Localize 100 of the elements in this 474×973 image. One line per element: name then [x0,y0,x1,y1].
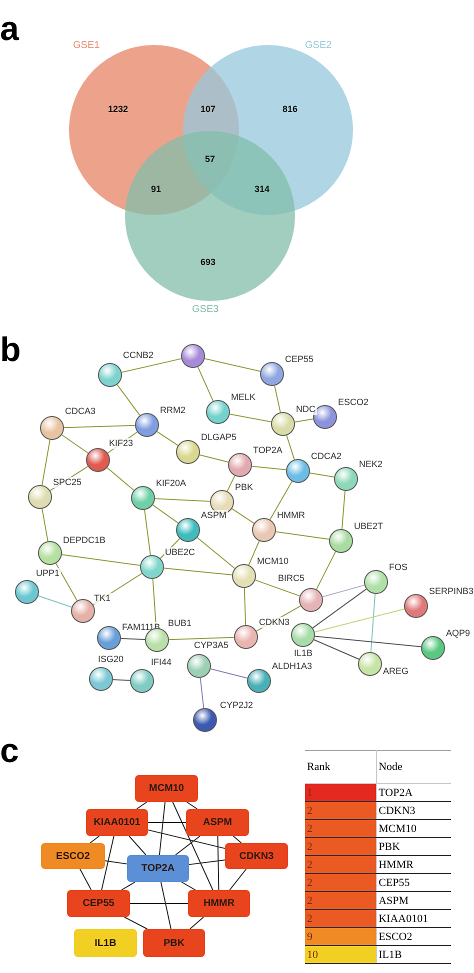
interaction-line [163,568,233,576]
interaction-line [199,454,229,463]
interaction-line [154,498,211,502]
interaction-line [232,836,242,844]
interaction-line [251,466,287,470]
rank-value: 2 [305,874,376,892]
gene-name: ESCO2 [376,928,451,946]
interaction-line [248,540,260,566]
gene-label: ALDH1A3 [271,661,314,672]
interaction-line [112,679,131,681]
gene-label: ISG20 [97,654,125,665]
hub-gene-box: ASPM [186,809,249,836]
count-label: 693 [200,257,216,267]
hub-gene-box: KIAA0101 [86,809,148,836]
gene-label: NDC [295,404,316,415]
rank-value: 2 [305,856,376,874]
interaction-line [341,490,346,530]
interaction-line [314,639,360,660]
rank-value: 2 [305,802,376,820]
column-header: Rank [305,750,376,784]
interaction-line [92,572,142,606]
gene-label: CDKN3 [258,617,291,628]
gene-label: TK1 [93,593,112,604]
rank-value: 1 [305,784,376,802]
gene-name: TOP2A [376,784,451,802]
interaction-line [229,414,272,422]
gene-label: ASPM [200,510,228,521]
interaction-line [61,554,141,566]
interaction-line [231,508,255,524]
gene-label: CCNB2 [122,350,155,361]
interaction-line [101,836,114,890]
panel-letter: a [0,12,19,46]
interaction-line [244,588,246,626]
gene-label: IL1B [293,648,314,659]
gene-label: KIF20A [155,478,188,489]
hub-gene-box: IL1B [74,929,137,957]
interaction-line [121,358,182,373]
gene-label: MELK [230,392,257,403]
interaction-line [38,595,72,608]
interaction-line [120,882,136,890]
rank-value: 2 [305,820,376,838]
set-label: GSE3 [192,304,219,315]
interaction-line [270,480,292,520]
hub-gene-box: HMMR [188,890,250,917]
gene-label: CEP55 [284,354,315,365]
interaction-line [312,588,367,628]
interaction-line [275,531,330,540]
interaction-line [158,802,166,856]
gene-name: ASPM [376,892,451,910]
gene-label: RRM2 [159,405,187,416]
gene-label: FOS [388,562,409,573]
gene-name: CEP55 [376,874,451,892]
gene-label: TOP2A [252,445,284,456]
rank-value: 10 [305,946,376,964]
rank-value: 2 [305,838,376,856]
interaction-line [229,868,247,890]
count-label: 314 [254,184,270,194]
hub-gene-box: TOP2A [127,855,189,882]
gene-name: HMMR [376,856,451,874]
gene-name: PBK [376,838,451,856]
interaction-line [274,385,281,413]
gene-label: AREG [382,666,410,677]
count-label: 1232 [108,104,128,114]
interaction-line [104,860,128,864]
interaction-line [286,434,295,460]
interaction-line [370,593,376,653]
interaction-line [200,677,204,709]
interaction-line [314,608,405,633]
interaction-line [294,418,314,423]
count-label: 57 [205,154,215,164]
interaction-line [144,509,151,556]
interaction-line [128,836,146,856]
interaction-line [148,829,226,849]
interaction-line [172,802,214,890]
set-label: GSE1 [73,40,100,51]
set-label: GSE2 [305,40,332,51]
panel-letter: c [0,734,19,768]
gene-label: KIF23 [108,438,134,449]
hub-gene-box: CEP55 [67,890,130,917]
hub-gene-box: MCM10 [135,775,198,802]
gene-label: ESCO2 [337,397,370,408]
panel-letter: b [0,333,21,367]
gene-name: CDKN3 [376,802,451,820]
interaction-line [42,508,48,542]
interaction-line [188,860,226,866]
interaction-line [196,537,236,569]
hub-gene-box: ESCO2 [41,843,105,869]
interaction-line [106,467,134,491]
interaction-line [130,903,188,904]
interaction-line [160,882,172,930]
gene-label: PBK [234,482,254,493]
gene-label: DEPDC1B [62,535,107,546]
gene-label: CDCA3 [64,406,97,417]
interaction-line [136,802,148,810]
gene-label: CDCA2 [310,451,343,462]
interaction-line [148,822,186,823]
gene-label: BUB1 [167,618,193,629]
gene-label: MCM10 [256,556,290,567]
interaction-line [124,916,148,930]
gene-label: UPP1 [35,568,61,579]
